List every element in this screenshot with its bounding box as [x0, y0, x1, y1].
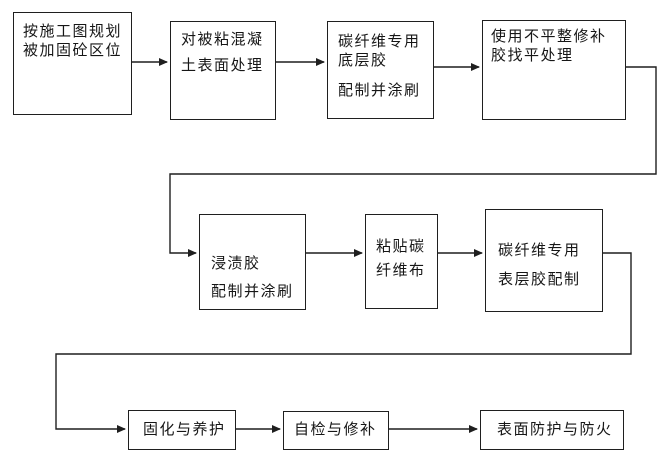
flowchart-node-surface-treatment: 对被粘混凝 土表面处理 — [170, 21, 276, 120]
node-text-line: 纤维布 — [376, 262, 426, 279]
node-text-line: 土表面处理 — [181, 57, 264, 74]
edge-n7-n8 — [55, 252, 632, 433]
node-text-line: 自检与修补 — [294, 421, 377, 438]
flowchart-node-topcoat-adhesive: 碳纤维专用 表层胶配制 — [485, 209, 603, 312]
flowchart-node-primer-adhesive: 碳纤维专用 底层胶 配制并涂刷 — [327, 21, 434, 119]
node-text-line: 配制并涂刷 — [211, 283, 294, 300]
node-text-line: 表层胶配制 — [498, 271, 581, 288]
node-text-line: 表面防护与防火 — [497, 421, 613, 438]
edge-n4-n5 — [169, 66, 657, 257]
node-text-line: 浸渍胶 — [211, 255, 261, 272]
node-text-line: 被加固砼区位 — [23, 42, 123, 59]
node-text-line: 使用不平整修补 — [491, 28, 607, 45]
node-text-line: 按施工图规划 — [23, 23, 123, 40]
node-text-line: 胶找平处理 — [491, 47, 574, 64]
flowchart-node-plan-zones: 按施工图规划 被加固砼区位 — [13, 12, 132, 115]
flowchart-node-inspection-repair: 自检与修补 — [283, 411, 389, 450]
flowchart-node-impregnating-adhesive: 浸渍胶 配制并涂刷 — [199, 214, 306, 310]
node-text-line: 粘贴碳 — [376, 238, 426, 255]
node-text-line: 配制并涂刷 — [338, 82, 421, 99]
flowchart-node-paste-carbon-fiber: 粘贴碳 纤维布 — [365, 214, 438, 309]
node-text-line: 对被粘混凝 — [181, 31, 264, 48]
node-text-line: 固化与养护 — [143, 421, 226, 438]
flowchart-node-surface-protection: 表面防护与防火 — [480, 410, 624, 450]
flowchart-node-curing: 固化与养护 — [128, 410, 236, 450]
flowchart-node-leveling-repair: 使用不平整修补 胶找平处理 — [482, 20, 626, 120]
node-text-line: 底层胶 — [338, 52, 388, 69]
node-text-line: 碳纤维专用 — [338, 33, 421, 50]
node-text-line: 碳纤维专用 — [498, 242, 581, 259]
